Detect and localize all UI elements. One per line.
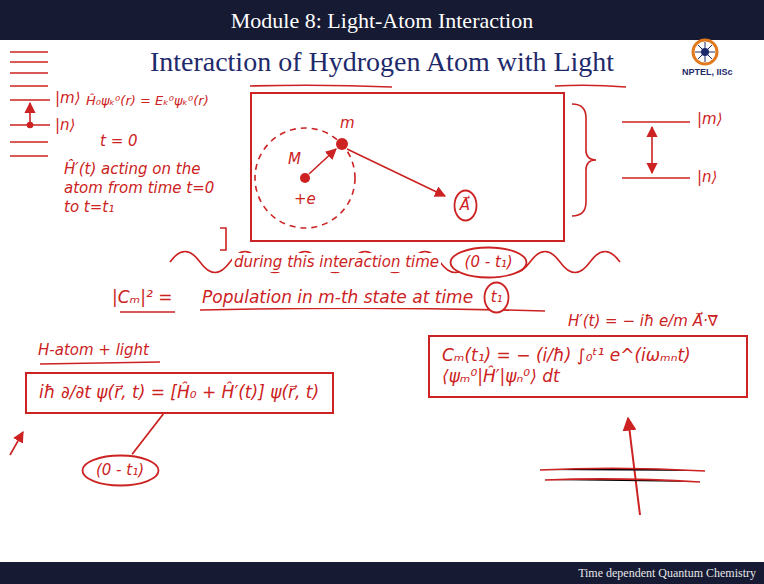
equation-text: Cₘ(t₁) = − (i/ħ) ∫₀ᵗ¹ e^(iωₘₙt) ⟨ψₘ⁰|Ĥ′|… — [442, 345, 734, 388]
atom-label: +e — [294, 190, 316, 209]
note: Population in m-th state at time — [200, 287, 475, 308]
footer-text: Time dependent Quantum Chemistry — [578, 566, 756, 581]
circled-text: (0 - t₁) — [465, 253, 513, 272]
header-text: Module 8: Light-Atom Interaction — [0, 8, 764, 34]
energy-levels — [10, 52, 50, 156]
state-label: |m⟩ — [697, 110, 723, 129]
bracket — [220, 228, 226, 250]
circled-text: t₁ — [491, 288, 503, 307]
circled-symbol: A⃗ — [453, 189, 478, 222]
header-bar — [0, 0, 764, 40]
underline — [540, 468, 705, 482]
ellipse-outline — [451, 247, 527, 277]
title-underline — [250, 85, 626, 87]
equation: |Cₘ|² = — [112, 287, 172, 308]
note: Ĥ′(t) acting on the atom from time t=0 t… — [64, 160, 224, 216]
equation-box: Cₘ(t₁) = − (i/ħ) ∫₀ᵗ¹ e^(iωₘₙt) ⟨ψₘ⁰|Ĥ′|… — [428, 335, 748, 398]
circled-time: t₁ — [483, 281, 510, 314]
logo-text: NPTEL, IISc — [682, 67, 733, 77]
atom-label: m — [340, 114, 355, 133]
ellipse-outline — [82, 455, 158, 485]
underline — [120, 311, 175, 313]
logo — [693, 40, 717, 64]
underline — [40, 362, 160, 364]
atom-drawing — [255, 128, 445, 228]
circled-interval: (0 - t₁) — [449, 246, 528, 279]
circled-text: A⃗ — [460, 196, 470, 215]
ellipse-outline — [485, 282, 509, 312]
equation: Ĥ₀ψₖ⁰(r) = Eₖ⁰ψₖ⁰(r) — [86, 93, 209, 109]
circled-interval: (0 - t₁) — [81, 454, 160, 487]
equation-text: iħ ∂/∂t ψ(r⃗, t) = [Ĥ₀ + Ĥ′(t)] ψ(r⃗, t) — [39, 382, 320, 403]
note: during this interaction time — [232, 253, 441, 272]
atom-label: M — [288, 150, 301, 169]
slide-title: Interaction of Hydrogen Atom with Light — [0, 46, 764, 78]
brace — [572, 104, 596, 216]
state-label: |m⟩ — [55, 89, 81, 108]
ellipse-outline — [454, 190, 476, 220]
equation-box: iħ ∂/∂t ψ(r⃗, t) = [Ĥ₀ + Ĥ′(t)] ψ(r⃗, t) — [25, 372, 334, 414]
note: H-atom + light — [38, 341, 149, 360]
pointer-arrow — [628, 418, 640, 515]
connector — [132, 414, 163, 454]
atom-box: M +e mA⃗ — [250, 92, 565, 242]
state-label: |n⟩ — [55, 116, 75, 135]
two-level-system — [622, 122, 690, 178]
note: t = 0 — [100, 132, 138, 151]
pointer-arrow — [10, 432, 23, 455]
state-label: |n⟩ — [697, 168, 717, 187]
circled-text: (0 - t₁) — [96, 461, 144, 480]
light-wave — [170, 252, 620, 273]
footer-bar — [0, 562, 764, 584]
equation: H′(t) = − iħ e/m A⃗·∇⃗ — [568, 312, 718, 331]
